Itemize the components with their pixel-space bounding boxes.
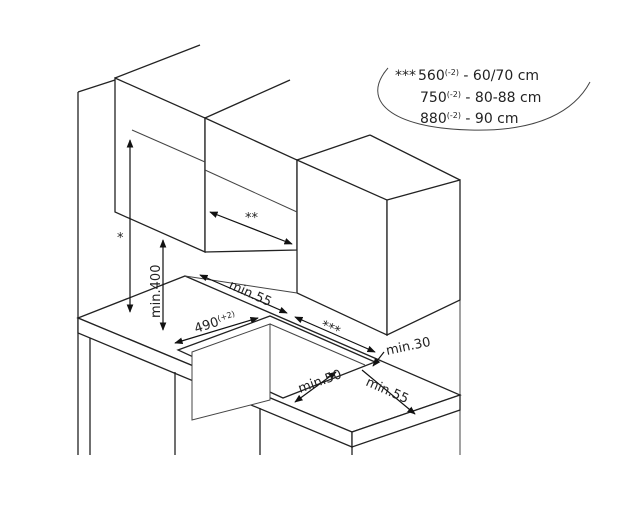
legend: ***560(-2) - 60/70 cm 750(-2) - 80-88 cm… [395, 68, 541, 127]
label-triple-star: *** [318, 318, 342, 340]
label-min30: min.30 [385, 335, 432, 359]
upper-cabinets [114, 44, 461, 337]
legend-row-3: 880(-2) - 90 cm [420, 111, 519, 127]
legend-row-1: ***560(-2) - 60/70 cm [395, 68, 539, 84]
worktop [76, 275, 462, 455]
legend-row-2: 750(-2) - 80-88 cm [420, 90, 541, 106]
label-star: * [117, 231, 124, 246]
legend-ellipse [377, 67, 591, 131]
label-double-star: ** [245, 211, 259, 226]
dimension-lines [126, 139, 416, 415]
label-min400: min.400 [149, 265, 164, 318]
legend-marker: *** [395, 68, 416, 84]
